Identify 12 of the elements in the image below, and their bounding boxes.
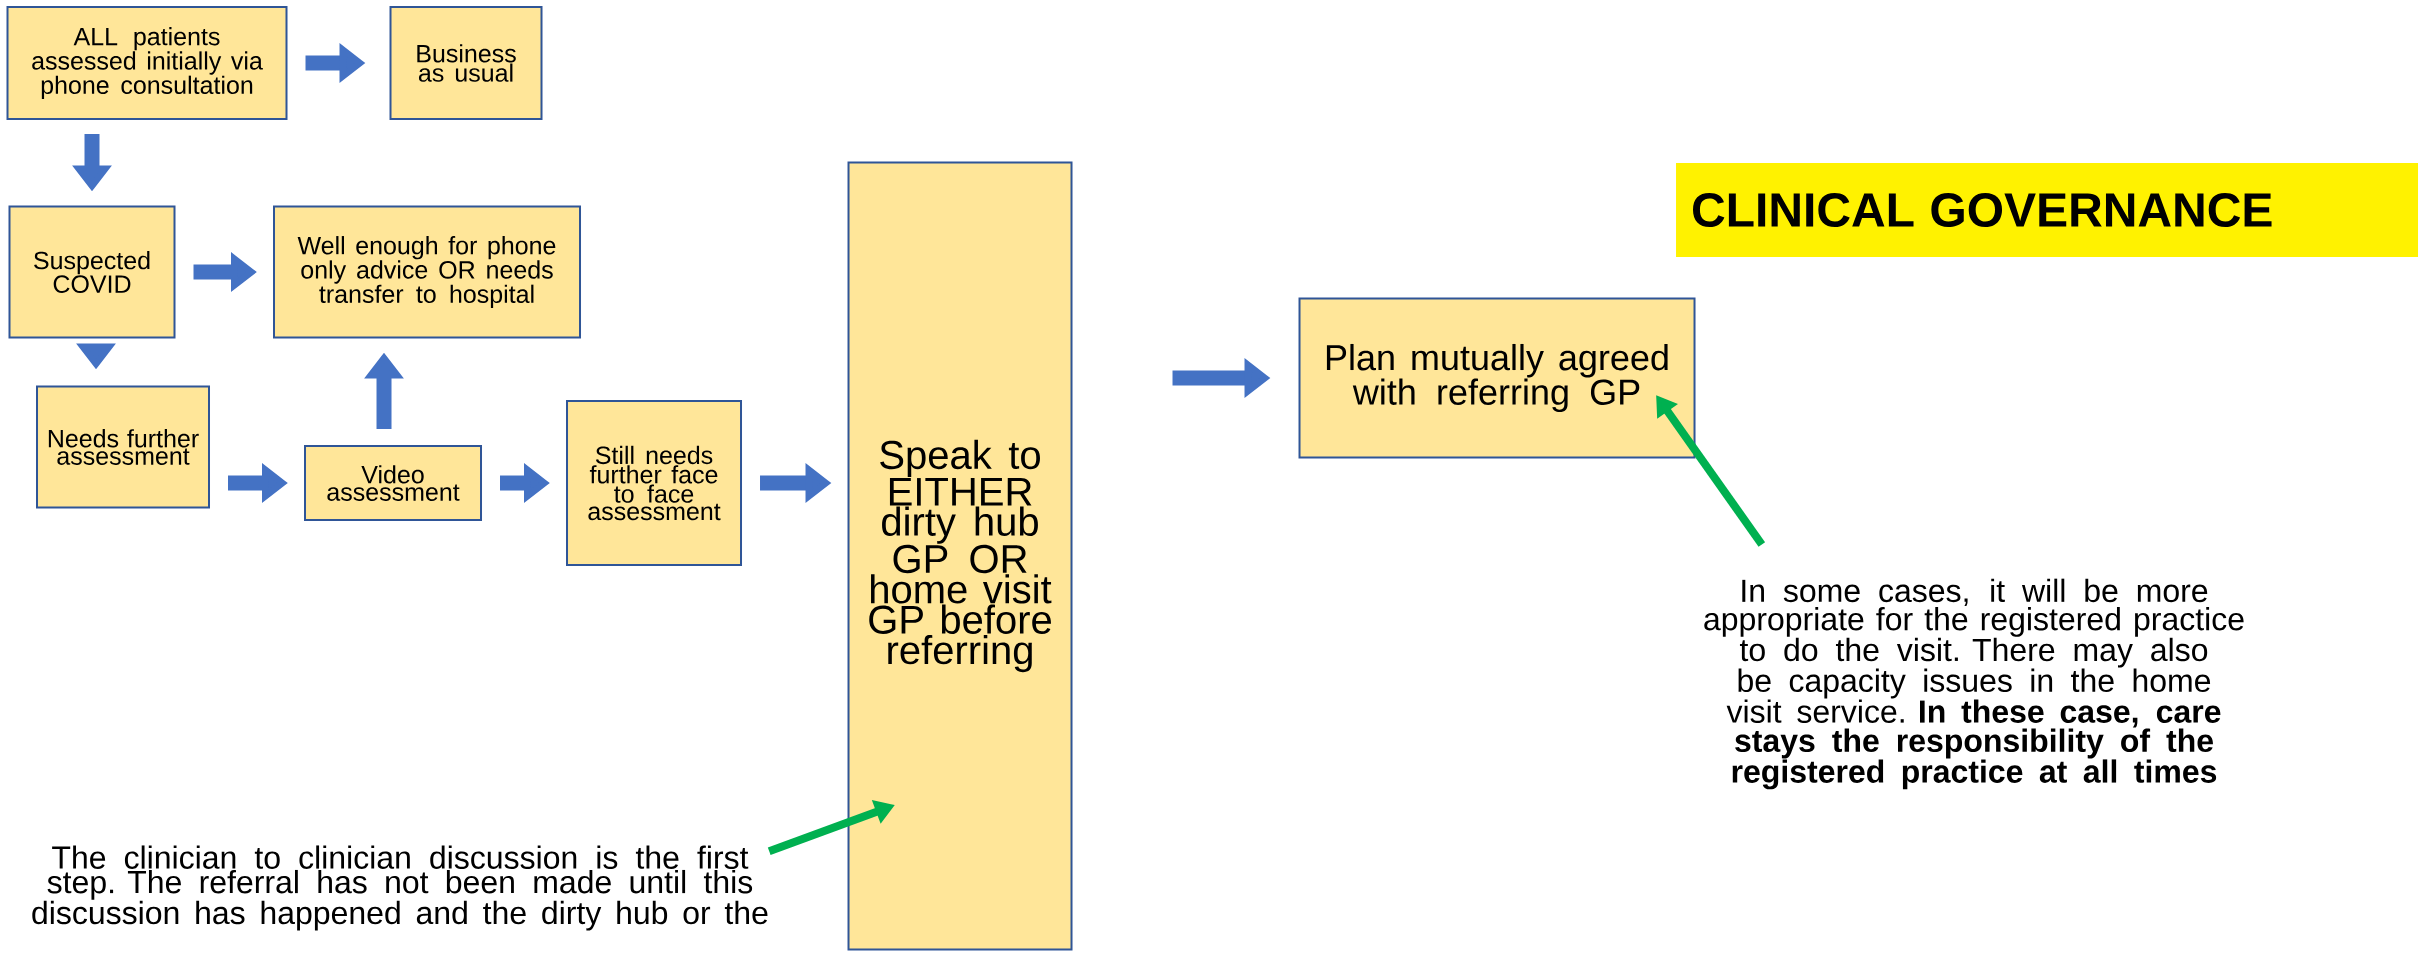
process-box: Video assessment xyxy=(304,445,482,521)
process-box: Plan mutually agreed with referring GP xyxy=(1298,297,1696,459)
process-box: Still needs further face to face assessment xyxy=(566,400,742,566)
process-box: Suspected COVID xyxy=(8,205,176,339)
note-text: The clinician to clinician discussion is the first step. The referral has not been made until this discussion has happened and the dirty hub or the xyxy=(32,845,768,931)
note-text: In some cases, it will be more appropriate for the registered practice to do the visit. There may also be capacity issues in the home visit service. In these case, care stays the responsibility of the registered practice at all times xyxy=(1704,578,2244,790)
process-box: Speak to EITHER dirty hub GP OR home visit GP before referring xyxy=(847,161,1073,951)
process-box: Business as usual xyxy=(389,6,543,120)
process-box: ALL patients assessed initially via phone consultation xyxy=(6,6,288,120)
title-banner: CLINICAL GOVERNANCE xyxy=(1676,163,2419,257)
process-box: Needs further assessment xyxy=(36,385,210,509)
process-box: Well enough for phone only advice OR needs transfer to hospital xyxy=(273,205,581,339)
